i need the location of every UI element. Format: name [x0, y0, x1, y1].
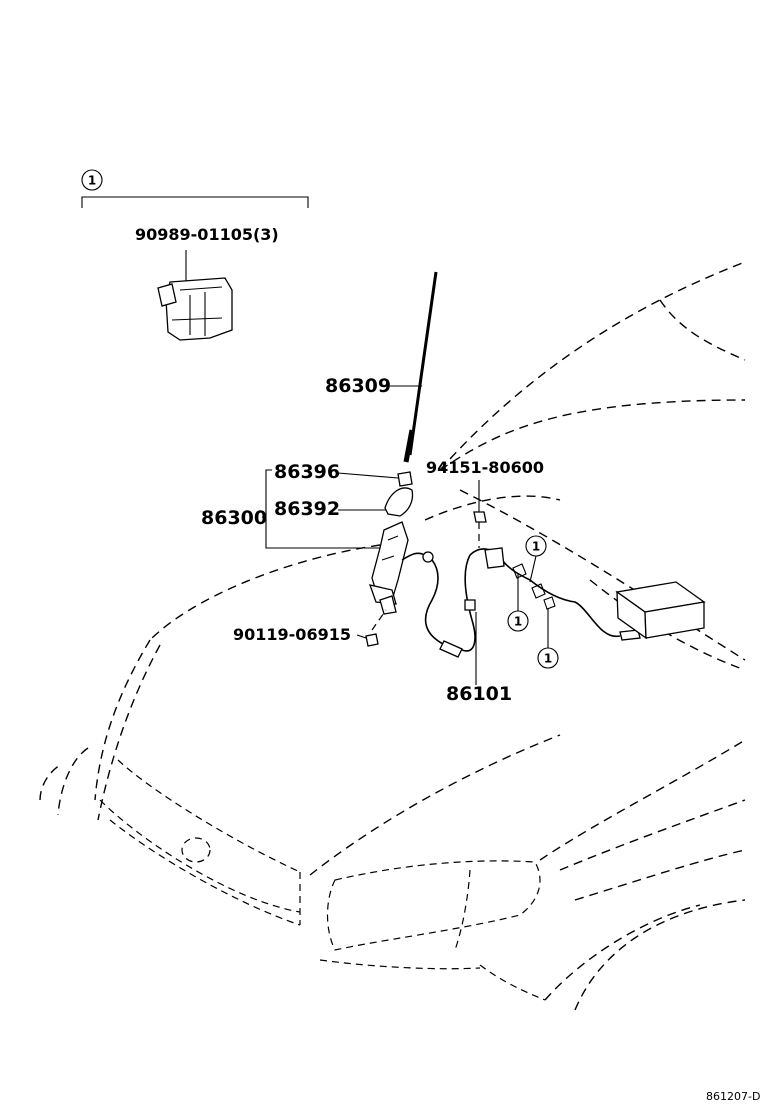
bumper-corner	[479, 964, 546, 1001]
fender-right-top	[559, 799, 746, 871]
clip-part-label: 90989-01105(3)	[135, 225, 279, 244]
left-edge-arc	[39, 764, 61, 801]
clip-group-marker-circle	[81, 169, 103, 191]
cable-clip-block	[464, 599, 476, 611]
antenna-assembly-group: 86396 86392 86300	[201, 461, 434, 605]
figure-code: 861207-D	[706, 1090, 760, 1103]
pad-label: 86392	[274, 498, 340, 520]
screw-bracket	[379, 595, 397, 615]
clip-tab	[157, 283, 177, 307]
hood-right-edge	[539, 739, 746, 861]
clip-line-1	[179, 286, 223, 291]
clip-group-bracket	[81, 196, 309, 208]
antenna-rod-base	[403, 429, 415, 463]
clip-body	[165, 277, 233, 341]
clip-detail-group: 1 90989-01105(3)	[81, 169, 309, 341]
screw-axis-line	[371, 609, 387, 631]
headlight-outline	[326, 860, 541, 951]
cable-group: 86101	[424, 522, 641, 705]
cowl-line	[424, 495, 561, 521]
fender-right-mid	[574, 849, 746, 901]
vehicle-outline	[39, 261, 746, 1011]
hood-left-edge	[149, 544, 381, 641]
fender-left-edge-2	[97, 644, 161, 821]
antenna-rod-group: 86309	[325, 271, 438, 463]
antenna-rod	[408, 271, 438, 456]
cable-label: 86101	[446, 683, 512, 705]
base-detail-2	[381, 555, 395, 561]
screw-part	[365, 633, 379, 647]
clip-ref-a: 1	[532, 540, 540, 554]
nut-part	[473, 511, 487, 523]
wheel-arch-inner	[544, 904, 701, 1001]
base-detail-1	[387, 535, 399, 541]
nut-label: 94151-80600	[426, 458, 544, 477]
assembly-label: 86300	[201, 507, 267, 529]
grille-lower	[109, 819, 301, 926]
hood-crease	[309, 734, 561, 876]
cable-segment-4	[529, 579, 621, 637]
cable-segment-2	[461, 554, 476, 652]
windshield-top-edge	[439, 261, 746, 471]
receiver-box	[615, 581, 706, 640]
assembly-bracket	[265, 469, 384, 549]
clip-line-4	[171, 317, 223, 321]
pigtail-connector	[422, 551, 434, 563]
screw-leader-line	[356, 634, 367, 639]
rod-label: 86309	[325, 375, 391, 397]
cap-leader-line	[337, 472, 399, 479]
cable-clip-2	[531, 583, 546, 599]
clip-ref-a-leader	[529, 555, 537, 583]
mirror-edge	[57, 747, 89, 816]
cable-clip-3	[543, 596, 556, 610]
grille-bottom	[99, 799, 301, 913]
cable-bracket	[484, 547, 505, 569]
fender-line	[459, 489, 746, 661]
clip-group-marker: 1	[88, 174, 96, 188]
cap-label: 86396	[274, 461, 340, 483]
clip-part-drawing	[157, 277, 233, 341]
roof-line	[659, 299, 746, 361]
cable-segment-1	[424, 559, 446, 646]
clip-references: 1 1 1	[507, 535, 559, 669]
bumper-line	[319, 959, 481, 970]
grille-top	[117, 759, 301, 873]
emblem-outline	[181, 837, 211, 863]
clip-ref-c: 1	[544, 652, 552, 666]
cable-clip-1	[512, 563, 527, 579]
screw-label: 90119-06915	[233, 625, 351, 644]
headlight-divider	[454, 869, 471, 951]
cap-part	[397, 471, 413, 487]
pad-part	[384, 487, 414, 517]
nut-group: 94151-80600	[426, 458, 544, 523]
cable-end-plug	[619, 629, 641, 641]
fender-left-edge	[94, 639, 151, 801]
receiver-box-front	[644, 601, 705, 639]
cable-joint	[439, 640, 463, 658]
clip-ref-b: 1	[514, 615, 522, 629]
screw-group: 90119-06915	[233, 595, 397, 647]
wheel-arch	[574, 899, 746, 1011]
